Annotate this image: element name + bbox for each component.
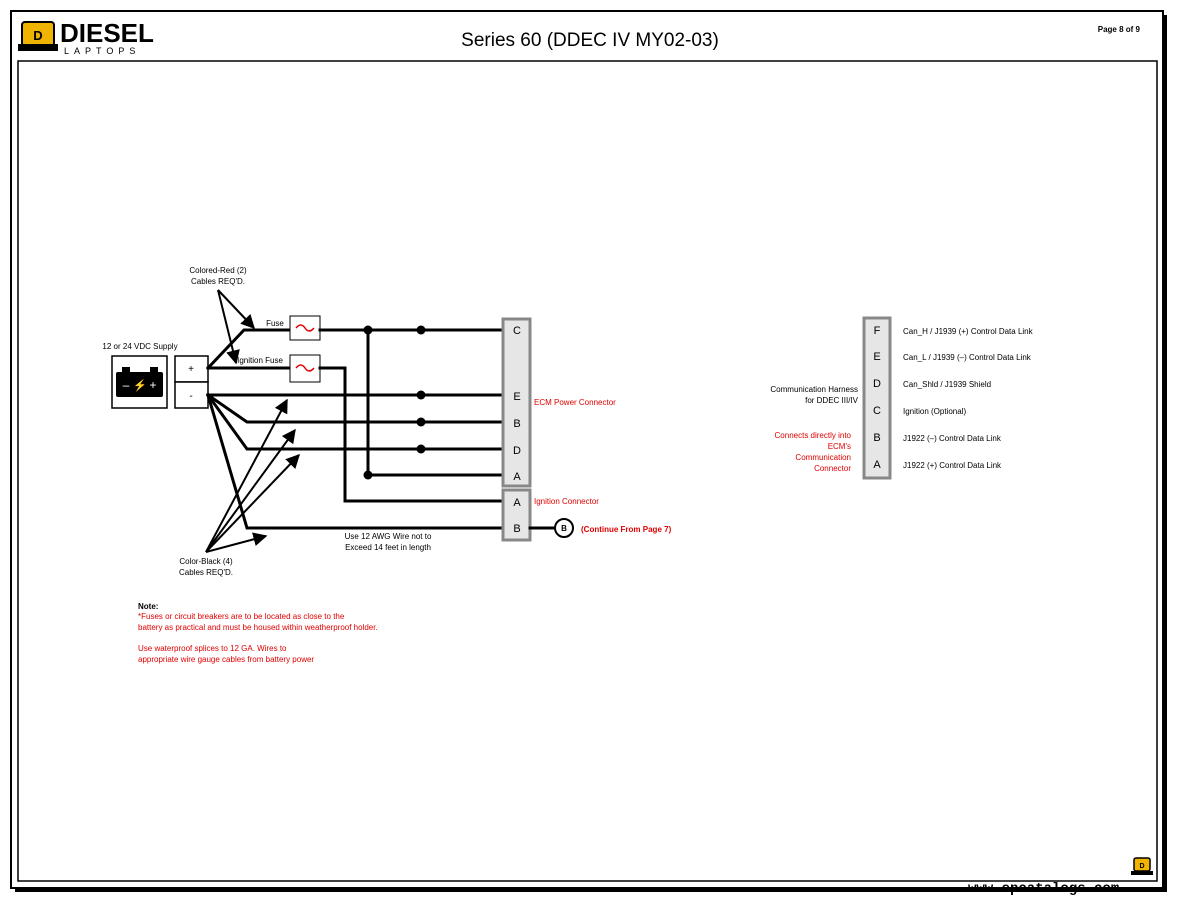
- red-cables-label-1: Colored-Red (2): [189, 266, 247, 275]
- ecm-pin-3: B: [513, 418, 520, 430]
- comm-pin-1: F: [874, 325, 881, 337]
- ecm-power-connector: C E B D A: [501, 317, 532, 488]
- svg-text:+: +: [149, 378, 156, 392]
- comm-desc-4: Ignition (Optional): [903, 407, 966, 416]
- diesel-laptops-logo: D DIESEL LAPTOPS: [18, 18, 154, 56]
- comm-pin-3: D: [873, 378, 881, 390]
- comm-pin-4: C: [873, 405, 881, 417]
- logo-sub-text: LAPTOPS: [64, 46, 140, 56]
- ignition-pin-2: B: [513, 523, 520, 535]
- black-cables-label-1: Color-Black (4): [179, 557, 233, 566]
- connect-label-3: Communication: [795, 453, 851, 462]
- ecm-pin-1: C: [513, 325, 521, 337]
- comm-desc-5: J1922 (–) Control Data Link: [903, 434, 1002, 443]
- ecm-pin-2: E: [513, 391, 520, 403]
- page-number: Page 8 of 9: [1098, 25, 1141, 34]
- note-heading: Note:: [138, 602, 158, 611]
- ignition-fuse: [289, 354, 321, 383]
- harness-label-1: Communication Harness: [770, 385, 858, 394]
- svg-text:–: –: [123, 378, 130, 392]
- ignition-fuse-label: Ignition Fuse: [237, 356, 283, 365]
- supply-label: 12 or 24 VDC Supply: [102, 342, 177, 351]
- svg-text:⚡: ⚡: [133, 379, 147, 392]
- ground-wires: [205, 390, 505, 530]
- continue-ref-letter: B: [561, 524, 567, 533]
- svg-text:D: D: [33, 28, 42, 43]
- note-line-1: *Fuses or circuit breakers are to be loc…: [138, 612, 345, 621]
- comm-pin-descriptions: Can_H / J1939 (+) Control Data Link Can_…: [903, 327, 1034, 470]
- communication-connector: F E D C B A: [862, 316, 892, 480]
- inner-frame: [17, 60, 1158, 882]
- note-line-2: battery as practical and must be housed …: [138, 623, 378, 632]
- ecm-pin-5: A: [513, 471, 521, 483]
- fuse: [289, 315, 321, 341]
- ignition-connector-label: Ignition Connector: [534, 497, 599, 506]
- ecm-power-connector-label: ECM Power Connector: [534, 398, 616, 407]
- comm-pin-5: B: [873, 432, 880, 444]
- ignition-connector: A B: [501, 488, 532, 542]
- logo-main-text: DIESEL: [60, 18, 154, 48]
- page-title: Series 60 (DDEC IV MY02-03): [461, 30, 719, 51]
- wire-note-2: Exceed 14 feet in length: [345, 543, 431, 552]
- comm-desc-1: Can_H / J1939 (+) Control Data Link: [903, 327, 1034, 336]
- minus-label: -: [189, 391, 192, 402]
- black-cables-label-2: Cables REQ'D.: [179, 568, 233, 577]
- plus-label: +: [188, 364, 194, 375]
- connect-label-4: Connector: [814, 464, 851, 473]
- ignition-pin-1: A: [513, 497, 521, 509]
- ecm-pin-4: D: [513, 445, 521, 457]
- watermark: www.epcatalogs.com: [968, 881, 1119, 897]
- fuse-label: Fuse: [266, 319, 284, 328]
- harness-label-2: for DDEC III/IV: [805, 396, 859, 405]
- red-cables-arrows: [217, 289, 255, 365]
- small-logo-icon: D: [1131, 857, 1153, 875]
- svg-text:D: D: [1139, 863, 1144, 870]
- wire-note-1: Use 12 AWG Wire not to: [345, 532, 432, 541]
- note-line-3: Use waterproof splices to 12 GA. Wires t…: [138, 644, 287, 653]
- comm-desc-6: J1922 (+) Control Data Link: [903, 461, 1002, 470]
- comm-desc-3: Can_Shld / J1939 Shield: [903, 380, 991, 389]
- note-line-4: appropriate wire gauge cables from batte…: [138, 655, 314, 664]
- black-cables-arrows: [205, 398, 300, 553]
- continue-ref-circle: [554, 518, 574, 538]
- comm-desc-2: Can_L / J1939 (–) Control Data Link: [903, 353, 1032, 362]
- battery-icon: – + ⚡: [111, 355, 168, 409]
- connect-label-2: ECM's: [828, 442, 851, 451]
- comm-pin-6: A: [873, 459, 881, 471]
- connect-label-1: Connects directly into: [775, 431, 852, 440]
- positive-wires: [205, 328, 292, 371]
- positive-terminal: [174, 355, 209, 383]
- continue-text: (Continue From Page 7): [581, 525, 672, 534]
- note-block: Note: *Fuses or circuit breakers are to …: [138, 602, 378, 664]
- comm-pin-2: E: [873, 351, 880, 363]
- power-wires: [318, 325, 505, 503]
- red-cables-label-2: Cables REQ'D.: [191, 277, 245, 286]
